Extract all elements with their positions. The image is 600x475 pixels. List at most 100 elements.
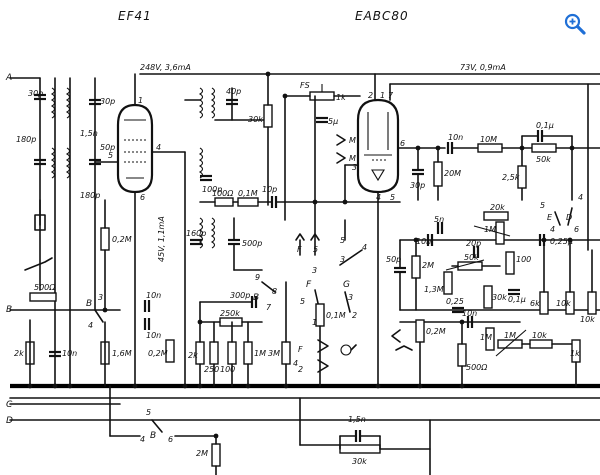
junction-dots [27,71,575,439]
resistor-10k-c [529,339,553,349]
supply-left-label: 248V, 3,6mA [140,63,191,72]
zoom-handle [575,24,586,35]
resistor-0-2m [100,227,110,251]
switch-e-blade [554,211,561,226]
label-g: G [343,280,350,290]
resistor-10m [477,143,503,153]
pin-6-label-b: 6 [400,139,405,148]
label-m2: M [349,154,356,163]
pin-6-label: 6 [140,193,145,202]
label-r10k-a: 10k [556,299,571,308]
label-r0-2m-b: 0,2M [426,327,446,336]
resistor-100 [227,341,237,365]
resistor-250 [209,341,219,365]
resistor-10k-b [587,291,597,315]
label-r100-b: 100 [220,365,235,374]
label-c180p-b: 180p [80,191,100,200]
label-s5c: 5 [300,297,305,306]
label-c30p-a: 30p [28,89,43,98]
pin-8-label: 8 [272,287,277,296]
resistor-500-b [457,343,467,367]
label-e4: 4 [550,225,555,234]
label-r100-c: 100 [516,255,531,264]
label-r30k: 30k [248,115,263,124]
rail-label-d: D [6,416,13,426]
tube-eabc80 [356,98,400,194]
coil-l3 [50,147,56,179]
jack-contact [317,339,329,353]
resistor-0-2m-c [415,319,425,343]
label-s2: 2 [352,311,357,320]
label-r10m: 10M [480,135,497,144]
resistor-0-1m-b [315,303,325,327]
label-c025u: 0,25µ [550,237,573,246]
label-f-low: F [298,345,303,354]
resistor-500 [29,292,57,302]
coil-if4 [198,217,204,249]
label-r1-3m: 1,3M [424,285,444,294]
rail-label-b: B [6,305,12,315]
coil-l2 [65,87,71,119]
resistor-100-ohm [214,197,234,207]
label-c5n: 5n [434,215,444,224]
resistor-30k-c [339,444,381,454]
antenna-coil [34,199,46,231]
label-s3: 3 [340,255,345,264]
label-s4-low: 4 [140,435,145,444]
wire [350,344,357,351]
label-d4: 4 [578,193,583,202]
label-s1: 1 [312,318,317,327]
label-r30k-c: 30k [352,457,367,466]
switch-b-low-blade [151,419,163,433]
label-c40p: 40p [226,87,241,96]
pin-3-label-b: 3 [352,163,357,172]
label-c50p: 50p [100,143,115,152]
coil-if1 [198,87,204,119]
resistor-30k-b [483,285,493,309]
label-c10n-a: 10n [62,349,77,358]
label-c01u-b: 0,1µ [508,295,526,304]
label-c1-5n: 1,5n [80,129,98,138]
pin-4-tube-label: 4 [156,143,161,152]
pin-1-label-b: 1 [380,91,385,100]
label-r500: 500Ω [34,283,56,292]
label-d6: 6 [574,225,579,234]
label-r2-5k: 2,5k [502,173,520,182]
pin-7-label-b: 7 [388,91,394,100]
pin-5-label: 5 [108,151,113,160]
label-c10n-b: 10n [146,291,161,300]
label-s5-low: 5 [146,408,151,417]
label-r1m-d: 1M [504,331,516,340]
rail-label-c: C [6,400,13,410]
label-c50p-b: 50p [386,255,401,264]
label-r10k-b: 10k [580,315,595,324]
switch-g-blade [344,291,351,313]
label-r1k: 1k [336,93,346,102]
label-r2k-b: 2k [188,351,198,360]
tube-label-eabc80: EABC80 [355,9,409,23]
zoom-in-icon[interactable] [563,12,587,36]
label-r250: 250 [204,365,219,374]
label-r3m: 3M [268,349,280,358]
label-r2k: 2k [14,349,24,358]
label-s3b: 3 [312,266,317,275]
label-r0-1m: 0,1M [238,189,258,198]
label-c100p: 100p [202,185,222,194]
resistor-2m-b [211,443,221,467]
label-c500p: 500p [242,239,262,248]
pot-arrow-3 [495,329,527,357]
rail-label-a: A [5,73,12,83]
switch-4-blade [339,249,363,266]
label-r02m-b: 0,2M [148,349,168,358]
pot-arrow-2 [445,259,485,271]
tube-ef41 [116,103,154,194]
jack-contact [391,329,401,343]
label-r2m-b: 2M [196,449,208,458]
pin-2-label: 2 [368,91,373,100]
label-c1-5n-b: 1,5n [348,415,366,424]
label-r500-b: 500Ω [466,363,488,372]
switch-b-blade [94,309,104,323]
label-r30k-b: 30k [492,293,507,302]
label-r50k: 50k [536,155,551,164]
resistor-1m-c [485,327,495,351]
